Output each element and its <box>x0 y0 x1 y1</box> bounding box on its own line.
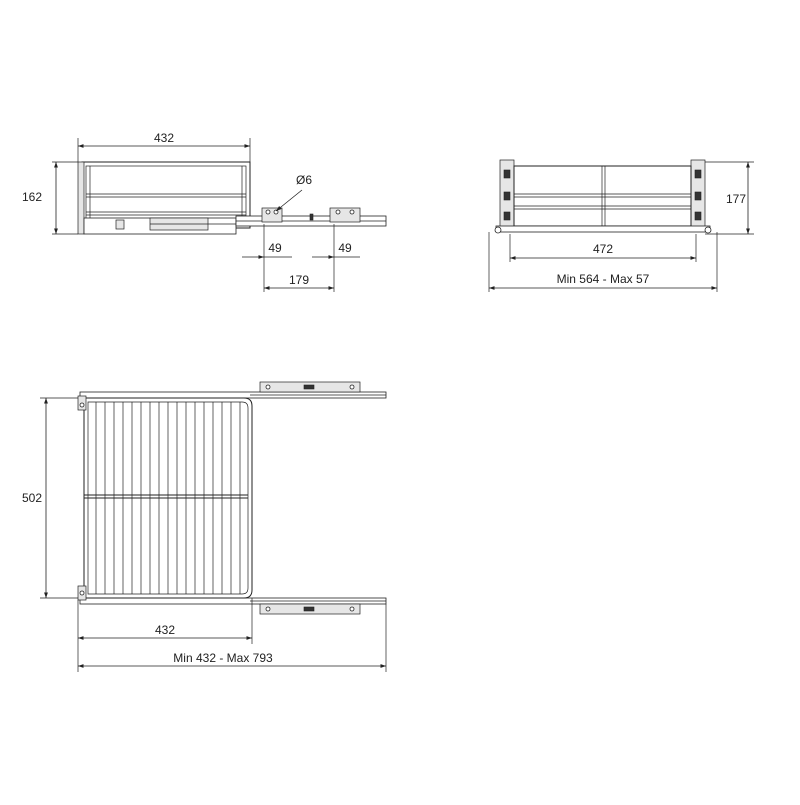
depth-label: 502 <box>22 491 42 505</box>
front-view: 177 472 Min 564 - Max 57 <box>488 159 754 292</box>
basket-front-profile <box>494 159 712 234</box>
front-range-label: Min 564 - Max 57 <box>557 272 650 286</box>
front-width-label: 472 <box>593 242 613 256</box>
side-view: 432 162 Ø6 49 49 179 <box>22 131 387 292</box>
front-height-label: 177 <box>726 192 746 206</box>
height-label: 162 <box>22 190 42 204</box>
top-view: 502 432 Min 432 - Max 793 <box>22 381 387 672</box>
hole-leader-line <box>275 189 303 212</box>
basket-top-profile <box>77 381 387 615</box>
hole-spacing-label: 179 <box>289 273 309 287</box>
basket-wires <box>95 402 241 594</box>
width-label: 432 <box>154 131 174 145</box>
top-range-label: Min 432 - Max 793 <box>173 651 273 665</box>
bracket-right-label: 49 <box>338 241 352 255</box>
bracket-left-label: 49 <box>268 241 282 255</box>
basket-side-profile <box>77 161 387 235</box>
hole-diameter-label: Ø6 <box>296 173 312 187</box>
top-width-label: 432 <box>155 623 175 637</box>
